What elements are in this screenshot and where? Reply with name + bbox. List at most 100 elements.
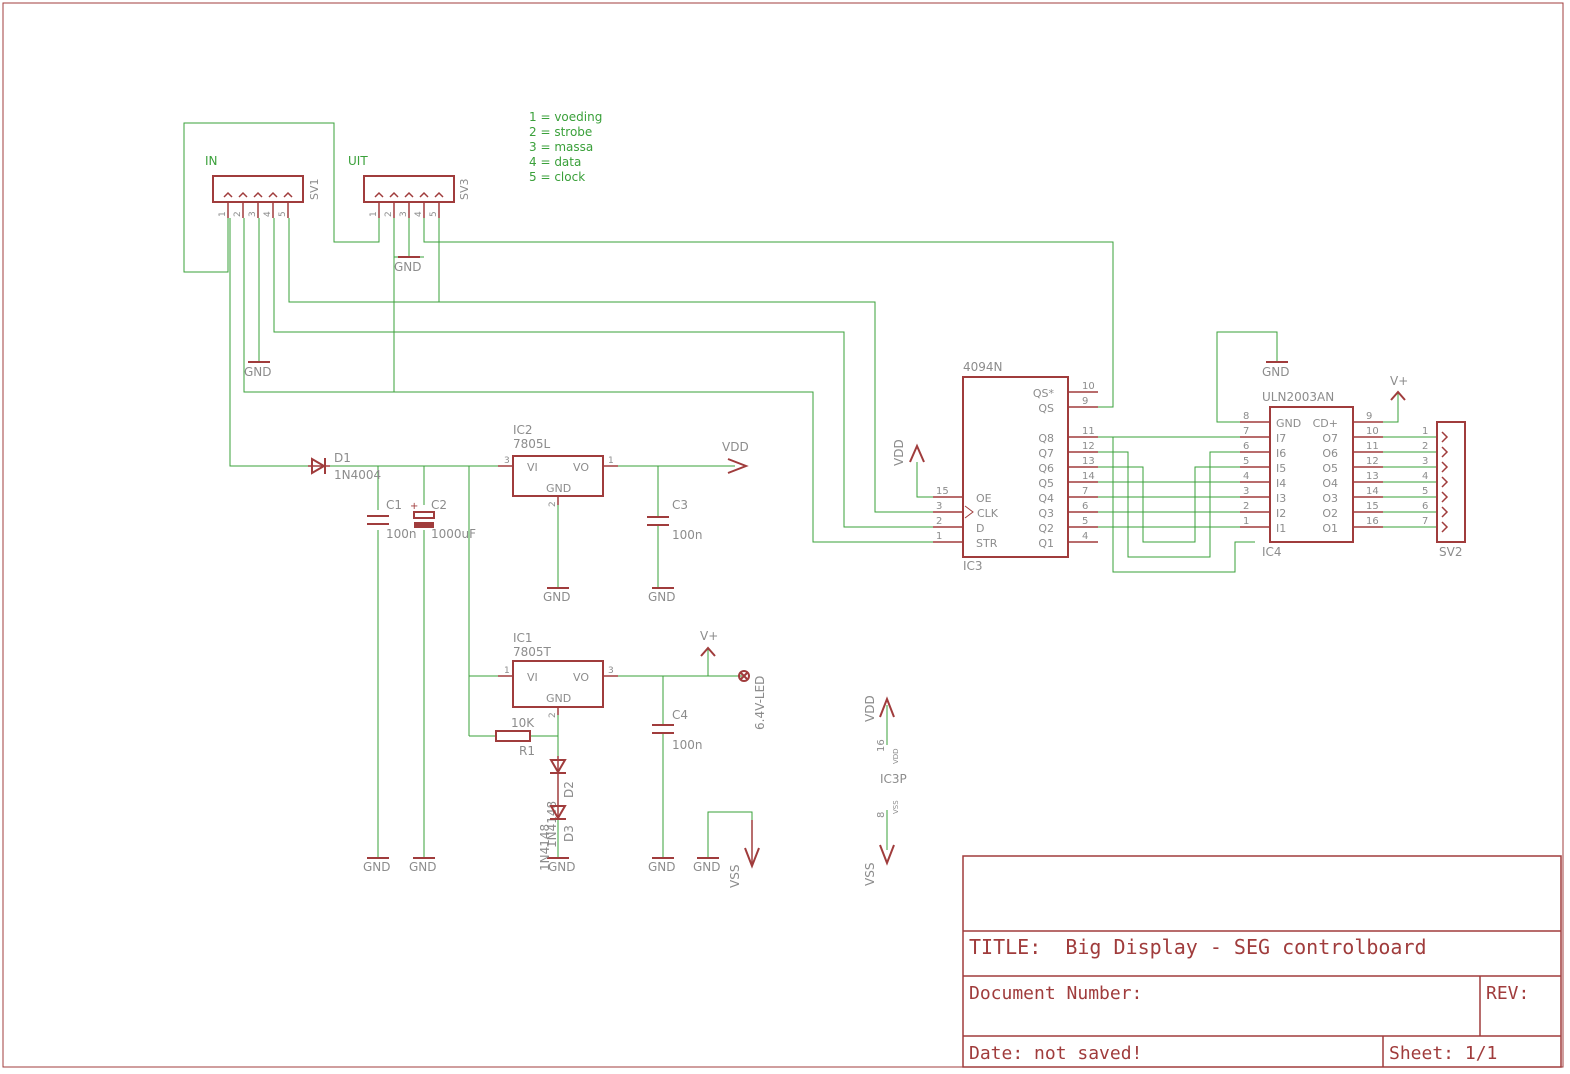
document-number-label: Document Number: [969,983,1142,1004]
pin-name: VO [573,461,589,474]
ic4-pin-number: 12 [1366,456,1379,467]
part-value: 1N4148 [538,824,552,871]
diode-d3: D3 1N4148 [538,798,576,871]
pin-number: 3 [399,211,409,217]
connector-sv3: UIT SV3 1 2 3 4 5 [348,154,471,218]
ic4-pin-name: O7 [1322,432,1338,445]
connector-ref: SV3 [458,178,471,200]
ic3-pin-number: 11 [1082,426,1095,437]
ic4-pin-name: I4 [1276,477,1286,490]
gnd-label: GND [548,860,576,874]
part-ref: C1 [386,498,402,512]
part-ref: IC4 [1262,545,1282,559]
ic4-pin-number: 10 [1366,426,1379,437]
connector-ref: SV1 [308,178,321,200]
pin-number: 1 [608,456,614,466]
pin-name: VI [527,461,538,474]
sv2-contact [1441,491,1449,503]
gnd-label: GND [693,860,721,874]
date-label: Date: not saved! [969,1043,1142,1064]
sv2-contact [1441,446,1449,458]
part-value: 10K [511,716,535,730]
part-ref: C2 [431,498,447,512]
ic4-pin-name: I7 [1276,432,1286,445]
part-ref: IC3P [880,772,907,786]
title-block [962,855,1562,1068]
ic4-pin-number: 2 [1243,501,1249,512]
pin-number: 4 [414,211,424,217]
gnd-label: GND [543,590,571,604]
title-text: TITLE: Big Display - SEG controlboard [969,935,1427,959]
ic4-pin-number: 3 [1243,486,1249,497]
ic3-pin-name: Q4 [1038,492,1054,505]
ic3-pin-name: Q5 [1038,477,1054,490]
vplus-symbol-ic4: V+ [1390,374,1408,401]
sv2-contact [1441,506,1449,518]
part-value: 7805T [513,645,552,659]
ic4-pin-name: O6 [1322,447,1338,460]
vdd-symbol: VDD [722,440,749,474]
part-ref: C4 [672,708,688,722]
ic3-pin-number: 5 [1082,516,1088,527]
sv2-pin-number: 6 [1422,501,1428,512]
ic4-pin-name: CD+ [1313,417,1338,430]
ic4-pin-name: O1 [1322,522,1338,535]
part-ref: D2 [562,781,576,798]
ic4-pin-number: 7 [1243,426,1249,437]
ic4-pin-group: 8GND7I76I65I54I43I32I21I19CD+10O711O612O… [1240,411,1383,535]
ic4-pin-number: 13 [1366,471,1379,482]
supply-label: V+ [1390,374,1408,388]
gnd-label: GND [1262,365,1290,379]
pin-number: 2 [233,211,243,217]
gnd-label: GND [394,260,422,274]
pin-number: 5 [278,211,288,217]
connector-name: UIT [348,154,368,168]
sv2-pin-number: 5 [1422,486,1428,497]
ic3-pin-name: Q7 [1038,447,1054,460]
capacitor-c4: C4 100n [652,708,703,752]
part-value: 7805L [513,437,551,451]
part-value: 4094N [963,360,1003,374]
resistor-r1: 10K R1 [495,716,535,758]
part-ref: C3 [672,498,688,512]
ic4-pin-name: GND [1276,417,1301,430]
ic3-power-pins: VDD VSS 16 VDD IC3P 8 VSS [863,695,907,886]
ic4-pin-number: 11 [1366,441,1379,452]
supply-label: VDD [863,695,877,722]
ic3-pin-number: 9 [1082,396,1088,407]
pin-number: 2 [384,211,394,217]
pin-name: VSS [892,800,900,814]
pin-name: VI [527,671,538,684]
ic3-pin-name: Q6 [1038,462,1054,475]
ic3-pin-group: 15OE3CLK2D1STR10QS*9QS11Q812Q713Q614Q57Q… [933,381,1098,550]
gnd-label: GND [244,365,272,379]
pin-number: 4 [263,211,273,217]
part-value: 100n [672,738,703,752]
part-value: 1000uF [431,527,476,541]
pin-number: 1 [369,211,379,217]
capacitor-c1: C1 100n [367,498,417,541]
part-value: 100n [386,527,417,541]
ic3-pin-number: 10 [1082,381,1095,392]
sv2-contact [1441,476,1449,488]
supply-label: VSS [728,865,742,888]
ic4-pin-name: O3 [1322,492,1338,505]
ic4-pin-number: 5 [1243,456,1249,467]
connector-sv1: IN SV1 1 2 3 4 5 [205,154,321,218]
capacitor-c2: + C2 1000uF [410,498,476,541]
ic3-pin-name: CLK [977,507,999,520]
ic4-pin-number: 16 [1366,516,1379,527]
gnd-label: GND [648,590,676,604]
pin-number: 3 [248,211,258,217]
part-ref: R1 [519,744,535,758]
ic3-pin-name: Q1 [1038,537,1054,550]
ic4-pin-name: O2 [1322,507,1338,520]
part-ref: IC2 [513,423,533,437]
part-value: 6.4V-LED [753,676,767,730]
gnd-label: GND [409,860,437,874]
vplus-symbol: V+ [700,629,718,657]
pin-number: 2 [548,712,558,718]
pin-number: 3 [608,666,614,676]
pin-name: GND [546,692,571,705]
